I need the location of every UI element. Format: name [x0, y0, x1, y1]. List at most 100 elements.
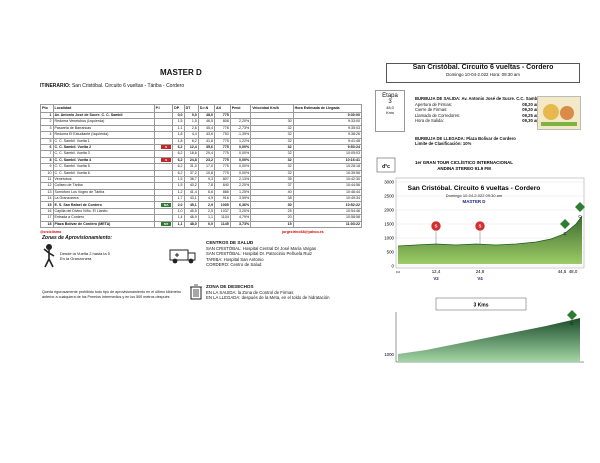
- final-climb-chart: 3 Kms 1000 C: [384, 297, 584, 363]
- table-cell-alt: 1145: [214, 220, 231, 229]
- climb-marker: [567, 310, 577, 320]
- climb-title-box: [435, 297, 527, 311]
- radio-name: ANDINA STEREO 91.9 FM: [437, 166, 491, 171]
- table-cell-dt: 1,5: [183, 118, 199, 126]
- tour-name: 1er GRAN TOUR CICLÍSTICO INTERNACIONAL: [415, 160, 513, 165]
- master-title: MASTER D: [160, 68, 202, 77]
- y-tick-label: 0: [392, 264, 395, 269]
- table-cell-loc: Redoma Venetubos (Izquierda): [52, 118, 155, 126]
- table-cell-alt: 808: [214, 118, 231, 126]
- table-cell-loc: Plaza Bolívar de Cordero (META): [52, 220, 155, 229]
- mascot-logo: [537, 96, 581, 130]
- stage-badge: Etapa 3 48,0 Kms: [375, 90, 405, 132]
- table-header: Hora Estimada de Llegada: [292, 104, 363, 113]
- email-left: @crciclismo: [40, 230, 62, 234]
- table-cell-vel: [250, 111, 294, 120]
- x-tick-label: 48,0: [569, 269, 578, 274]
- email-right: jorgecirino68@yahoo.es: [282, 230, 324, 234]
- climb-title: 3 Kms: [473, 303, 488, 309]
- feeding-rider-icon: [43, 244, 55, 268]
- x-tick-label: 44,5: [558, 269, 567, 274]
- table-cell-pend: 3,73%: [229, 220, 252, 229]
- table-header: Pend: [229, 104, 252, 113]
- table-header: DT: [183, 104, 199, 113]
- table-cell-hora: 9:30:00: [292, 111, 363, 120]
- start-bubble-row: Llamado de Corredores:09,25 am: [415, 112, 540, 118]
- y-tick-label: 3000: [384, 180, 394, 185]
- start-bubble-row: Apertura de Firmas:08,20 am: [415, 101, 540, 107]
- y-tick-label: 500: [387, 250, 395, 255]
- climb-marker: [560, 219, 570, 229]
- marker-badge: MA: [161, 202, 172, 207]
- y-tick-label: 2000: [384, 208, 394, 213]
- lap-tag: V2: [433, 276, 439, 281]
- health-centers: CENTROS DE SALUD SAN CRISTÓBAL: Hospital…: [206, 240, 317, 268]
- itinerary: ITINERARIO: San Cristóbal. Circuito 6 vu…: [40, 83, 185, 89]
- climb-marker-label: C: [578, 214, 581, 219]
- profile-title: San Cristóbal. Circuito 6 vueltas - Cord…: [408, 185, 541, 192]
- y-tick-label: 1000: [384, 236, 394, 241]
- table-cell-dp: 0,0: [172, 111, 185, 120]
- feed-zones: Zonas de Aprovisionamiento: Desde la Vue…: [42, 236, 112, 269]
- sprint-marker: [474, 220, 486, 232]
- table-cell-drn: 48,0: [197, 111, 216, 120]
- final-climb-profile: 3 Kms 1000 C: [376, 296, 588, 366]
- marker-badge: MT: [161, 221, 172, 226]
- elevation-line: [397, 215, 583, 247]
- table-header: DP: [172, 104, 185, 113]
- table-cell-drn: 46,5: [197, 118, 216, 126]
- y-tick-label: 1500: [384, 222, 394, 227]
- logo-text: d°c: [382, 164, 390, 170]
- table-header: Pto: [40, 104, 54, 113]
- marker-badge: S: [161, 145, 172, 150]
- climb-marker-label: C: [570, 321, 573, 326]
- start-bubble-title: BURBUJA DE SALIDA: Av. Antonio José de S…: [415, 96, 540, 101]
- elevation-profile-chart: 1er GRAN TOUR CICLÍSTICO INTERNACIONALAN…: [376, 156, 588, 284]
- table-header: Alt: [214, 104, 231, 113]
- stage-header-date: Domingo 10-04-2.022 Hora: 09:30 am: [446, 72, 520, 77]
- profile-date: Domingo 10-04-2.022 09:30 am: [446, 193, 503, 198]
- table-cell-pi: MT: [153, 220, 174, 229]
- start-bubble: BURBUJA DE SALIDA: Av. Antonio José de S…: [415, 96, 540, 124]
- feed-zones-title: Zonas de Aprovisionamiento:: [42, 235, 113, 241]
- table-header: Localidad: [52, 104, 155, 113]
- waste-zone: ZONA DE DESECHOS EN LA SAUIDA: la Zona d…: [206, 284, 330, 301]
- mascot-icon: [541, 104, 577, 126]
- table-cell-dp: 1,1: [172, 220, 185, 229]
- table-cell-vel: 30: [250, 118, 294, 126]
- x-start-label: 0,0: [396, 270, 401, 274]
- table-header: P.I: [153, 104, 174, 113]
- table-cell-pto: 18: [40, 220, 54, 229]
- table-cell-drn: 0,0: [197, 220, 216, 229]
- ambulance-icon: [169, 249, 196, 264]
- table-cell-dt: 0,0: [183, 111, 199, 120]
- table-cell-hora: 9:33:00: [292, 118, 363, 126]
- climb-marker-label: C: [563, 231, 566, 236]
- stage-header-title: San Cristóbal. Circuito 6 vueltas - Cord…: [412, 64, 554, 71]
- table-header: Velocidad Km/h: [250, 104, 294, 113]
- table-cell-loc: Av. Antonio José de Sucre. C. C. Sambil: [52, 111, 155, 120]
- climb-terrain: [398, 318, 580, 362]
- table-cell-alt: 775: [214, 111, 231, 120]
- feeding-note: Queda rigurosamente prohibido todo tipo …: [42, 290, 181, 299]
- x-tick-label: 24,8: [476, 269, 485, 274]
- table-cell-dp: 1,5: [172, 118, 185, 126]
- sprint-marker-label: S: [435, 224, 438, 229]
- profile-frame: [395, 177, 585, 269]
- table-cell-vel: 15: [250, 220, 294, 229]
- y-tick-label: 1000: [384, 352, 394, 357]
- marker-badge: S: [161, 157, 172, 162]
- lap-tag: V4: [477, 276, 483, 281]
- y-tick-label: 2500: [384, 194, 394, 199]
- table-cell-dt: 48,0: [183, 220, 199, 229]
